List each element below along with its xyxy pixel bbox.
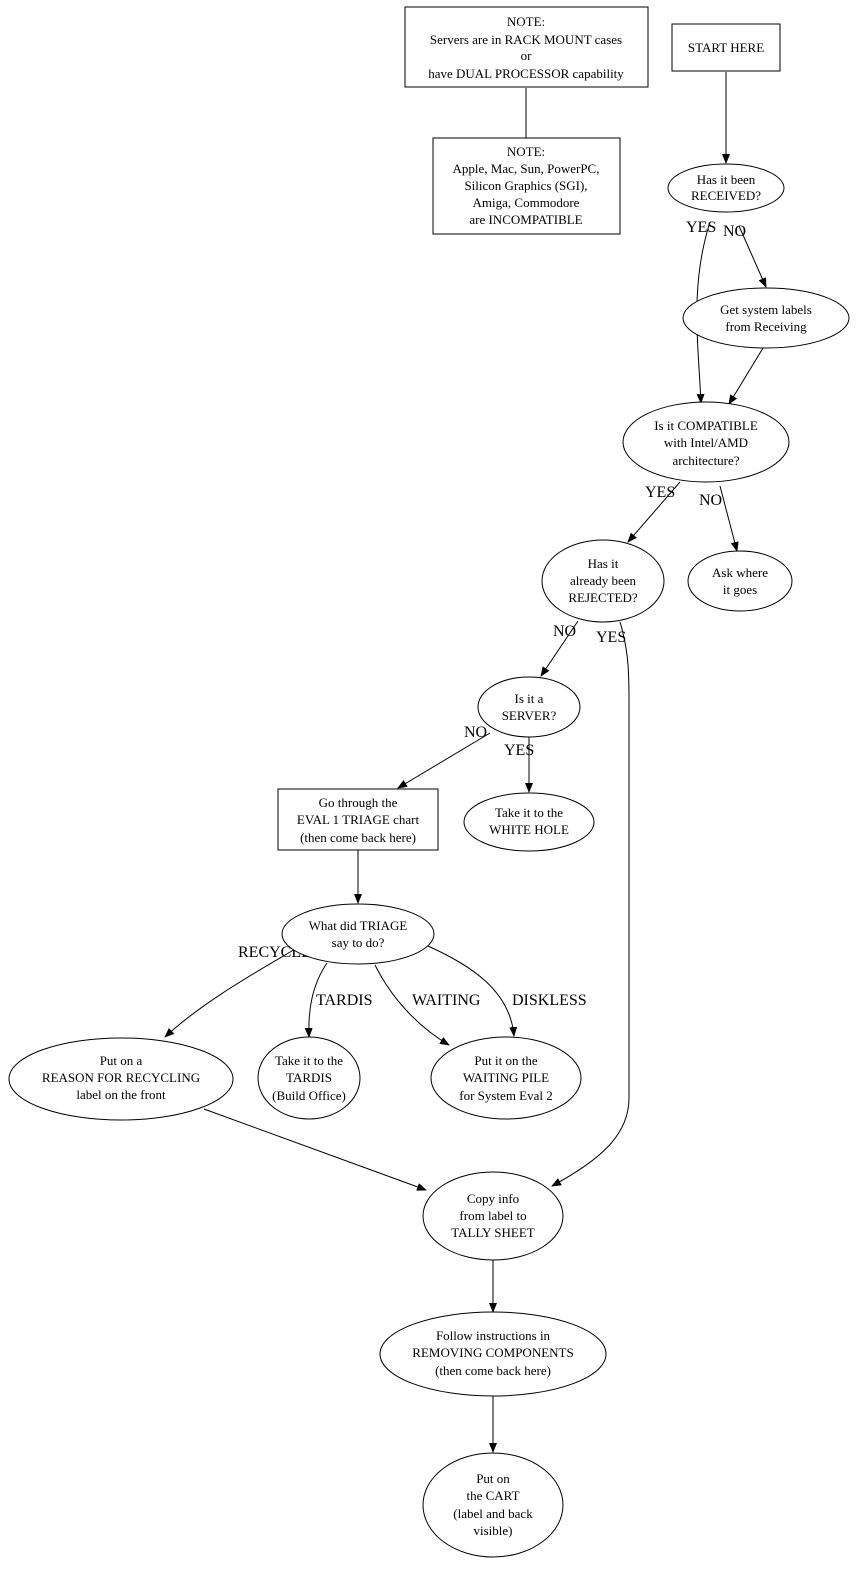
node-line: it goes xyxy=(723,582,757,597)
node-line: Put it on the xyxy=(474,1053,537,1068)
label-received-yes: YES xyxy=(686,219,716,236)
label-rejected-yes: YES xyxy=(596,629,626,646)
label-rejected-no: NO xyxy=(553,623,576,640)
edge-server-to-eval-triage-no xyxy=(397,732,491,789)
node-line: have DUAL PROCESSOR capability xyxy=(428,66,624,81)
node-line: from Receiving xyxy=(725,319,807,334)
edge-labels: YES NO YES NO NO YES NO YES RECYCLE TARD… xyxy=(238,219,746,1009)
edge-compatible-to-rejected-yes xyxy=(627,481,681,543)
node-line: from label to xyxy=(459,1208,526,1223)
node-line: Copy info xyxy=(467,1191,519,1206)
rejected-decision: Has it already been REJECTED? xyxy=(541,539,665,623)
edge-triage-to-waiting-pile-diskless xyxy=(427,945,518,1037)
node-line: Put on a xyxy=(100,1053,143,1068)
node-line: Has it been xyxy=(697,172,756,187)
waiting-pile-node: Put it on the WAITING PILE for System Ev… xyxy=(430,1036,582,1120)
edge-triage-to-recycling-recycle xyxy=(164,947,298,1038)
node-line: label on the front xyxy=(76,1087,166,1102)
node-line: RECEIVED? xyxy=(691,188,761,203)
white-hole-node: Take it to the WHITE HOLE xyxy=(463,792,595,852)
edge-received-to-get-labels-no xyxy=(738,225,767,288)
node-line: REJECTED? xyxy=(568,590,638,605)
label-received-no: NO xyxy=(723,223,746,240)
node-line: Take it to the xyxy=(275,1053,343,1068)
cart-node: Put on the CART (label and back visible) xyxy=(422,1452,564,1558)
node-line: (label and back xyxy=(453,1506,533,1521)
label-compatible-no: NO xyxy=(699,492,722,509)
node-line: (then come back here) xyxy=(300,830,416,845)
recycling-label-node: Put on a REASON FOR RECYCLING label on t… xyxy=(8,1037,234,1121)
node-line: (Build Office) xyxy=(272,1088,346,1103)
node-line: Is it COMPATIBLE xyxy=(654,418,758,433)
ask-where-node: Ask where it goes xyxy=(687,550,793,612)
edge-triage-to-waiting-pile-waiting xyxy=(374,964,450,1046)
note-servers-box: NOTE: Servers are in RACK MOUNT cases or… xyxy=(404,6,649,88)
compatible-decision: Is it COMPATIBLE with Intel/AMD architec… xyxy=(622,401,790,483)
tally-sheet-node: Copy info from label to TALLY SHEET xyxy=(422,1171,564,1261)
node-line: for System Eval 2 xyxy=(459,1088,553,1103)
label-triage-tardis: TARDIS xyxy=(316,992,373,1009)
node-line: say to do? xyxy=(332,935,385,950)
note-incompatible-box: NOTE: Apple, Mac, Sun, PowerPC, Silicon … xyxy=(432,137,621,235)
node-line: Get system labels xyxy=(720,302,812,317)
start-here-box: START HERE xyxy=(671,23,781,72)
received-decision: Has it been RECEIVED? xyxy=(667,163,785,213)
edge-triage-to-tardis xyxy=(304,962,328,1038)
label-compatible-yes: YES xyxy=(645,484,675,501)
node-line: Apple, Mac, Sun, PowerPC, xyxy=(453,161,600,176)
node-line: What did TRIAGE xyxy=(309,918,408,933)
node-line: NOTE: xyxy=(507,14,545,29)
node-line: TALLY SHEET xyxy=(451,1225,535,1240)
get-labels-node: Get system labels from Receiving xyxy=(682,287,850,349)
label-server-yes: YES xyxy=(504,742,534,759)
node-line: Follow instructions in xyxy=(436,1328,551,1343)
node-line: Is it a xyxy=(515,691,544,706)
edges xyxy=(164,72,767,1453)
node-line: already been xyxy=(570,573,637,588)
node-line: REMOVING COMPONENTS xyxy=(412,1345,573,1360)
node-line: Ask where xyxy=(712,565,768,580)
tardis-node: Take it to the TARDIS (Build Office) xyxy=(257,1036,361,1120)
node-line: NOTE: xyxy=(507,144,545,159)
node-line: TARDIS xyxy=(286,1070,332,1085)
node-line: Amiga, Commodore xyxy=(473,195,580,210)
node-line: EVAL 1 TRIAGE chart xyxy=(297,812,420,827)
server-decision: Is it a SERVER? xyxy=(477,676,581,738)
node-line: Go through the xyxy=(319,795,398,810)
node-line: the CART xyxy=(466,1488,519,1503)
edge-rejected-to-tally-yes xyxy=(551,621,630,1187)
node-line: Put on xyxy=(476,1471,510,1486)
node-line: (then come back here) xyxy=(435,1363,551,1378)
label-server-no: NO xyxy=(464,724,487,741)
edge-rejected-to-server-no xyxy=(540,620,579,677)
node-line: or xyxy=(521,48,533,63)
edge-compatible-to-ask-where-no xyxy=(719,485,739,552)
node-line: SERVER? xyxy=(502,708,557,723)
eval-triage-box: Go through the EVAL 1 TRIAGE chart (then… xyxy=(277,788,439,851)
node-line: Take it to the xyxy=(495,805,563,820)
node-line: WAITING PILE xyxy=(463,1070,549,1085)
node-line: with Intel/AMD xyxy=(664,435,748,450)
edge-recycling-to-tally xyxy=(203,1108,427,1191)
node-line: WHITE HOLE xyxy=(489,822,569,837)
node-line: Has it xyxy=(588,556,619,571)
node-line: START HERE xyxy=(688,40,764,55)
node-line: REASON FOR RECYCLING xyxy=(42,1070,200,1085)
node-line: architecture? xyxy=(672,453,739,468)
edge-get-labels-to-compatible xyxy=(728,347,764,405)
node-line: Silicon Graphics (SGI), xyxy=(464,178,587,193)
removing-components-node: Follow instructions in REMOVING COMPONEN… xyxy=(379,1311,607,1397)
node-line: visible) xyxy=(474,1523,513,1538)
label-triage-diskless: DISKLESS xyxy=(512,992,587,1009)
node-line: Servers are in RACK MOUNT cases xyxy=(430,32,622,47)
node-line: are INCOMPATIBLE xyxy=(469,212,582,227)
label-triage-waiting: WAITING xyxy=(412,992,481,1009)
triage-decision: What did TRIAGE say to do? xyxy=(281,903,435,965)
